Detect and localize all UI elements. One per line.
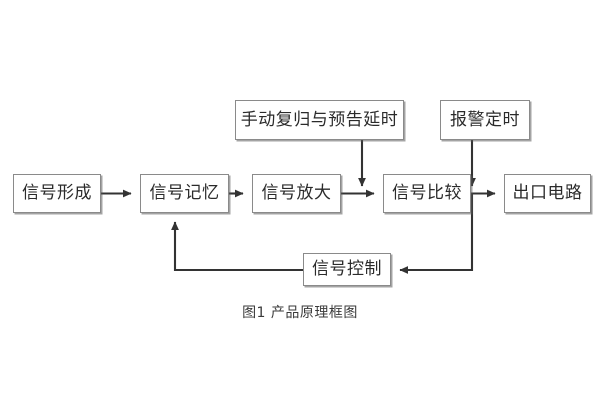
node-signal-formation[interactable]: 信号形成: [13, 174, 101, 213]
edge-control-to-memory: [171, 221, 303, 272]
node-label: 手动复归与预告延时: [240, 109, 399, 130]
node-alarm-timer[interactable]: 报警定时: [440, 100, 530, 140]
node-signal-memory[interactable]: 信号记忆: [140, 174, 229, 213]
node-output-circuit[interactable]: 出口电路: [504, 174, 591, 213]
node-signal-compare[interactable]: 信号比较: [383, 174, 471, 213]
node-label: 出口电路: [512, 183, 583, 203]
node-signal-amplify[interactable]: 信号放大: [252, 174, 341, 213]
node-label: 信号形成: [22, 183, 92, 203]
node-label: 信号比较: [392, 183, 462, 203]
figure-caption: 图1 产品原理框图: [242, 305, 358, 321]
node-label: 信号放大: [261, 183, 332, 203]
node-manual-reset[interactable]: 手动复归与预告延时: [235, 100, 404, 140]
node-label: 信号记忆: [149, 183, 220, 203]
edge-output-to-control: [399, 193, 474, 274]
node-signal-control[interactable]: 信号控制: [303, 253, 391, 286]
node-label: 信号控制: [312, 259, 382, 279]
node-label: 报警定时: [450, 109, 520, 130]
